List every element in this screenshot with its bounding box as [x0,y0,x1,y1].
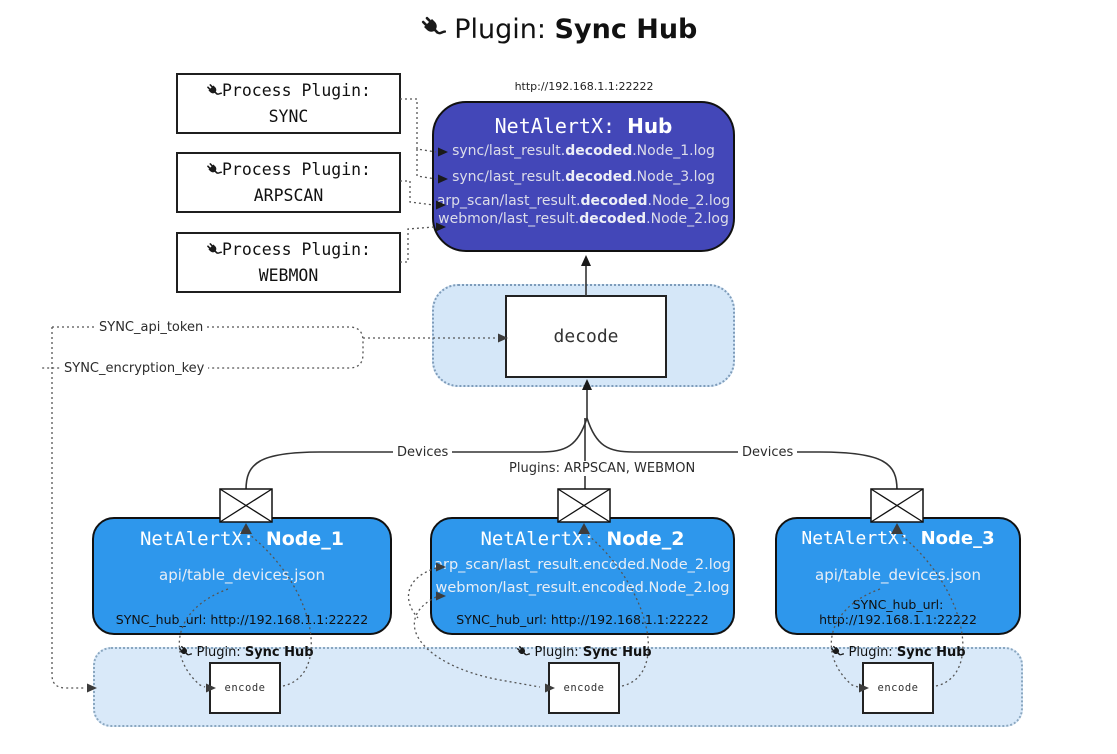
process-plugin-label: Process Plugin: [221,239,371,259]
plug-icon [206,162,222,178]
sync-api-token-label: SYNC_api_token [95,320,208,335]
devices-label-left: Devices [393,445,453,460]
band-plugin-label: Plugin: Sync Hub [146,645,346,660]
hub-log-line: sync/last_result.decoded.Node_1.log [452,143,715,159]
plug-icon [206,242,222,258]
plug-icon [830,645,844,659]
encode-box: encode [209,662,281,714]
process-plugin-box-sync: Process Plugin: SYNC [176,73,401,134]
plug-icon [178,645,192,659]
page-title: Plugin: Sync Hub [0,14,1117,45]
encode-box: encode [862,662,934,714]
node-file: api/table_devices.json [159,566,325,584]
hub-url: http://192.168.1.1:22222 [514,80,654,93]
encode-box: encode [548,662,620,714]
plugins-label-mid: Plugins: ARPSCAN, WEBMON [505,461,700,476]
node-box-node-3: NetAlertX: Node_3 api/table_devices.json… [775,517,1021,635]
process-plugin-label: Process Plugin: [221,159,371,179]
node-hub-url: SYNC_hub_url: http://192.168.1.1:22222 [115,612,369,627]
node-file: arp_scan/last_result.encoded.Node_2.log [434,557,731,573]
title-prefix: Plugin: [454,14,546,45]
node-file: webmon/last_result.encoded.Node_2.log [435,580,730,596]
hub-title: NetAlertX: Hub [494,114,673,138]
band-plugin-label: Plugin: Sync Hub [484,645,684,660]
plug-icon [206,83,222,99]
process-plugin-label: Process Plugin: [221,80,371,100]
node-file: api/table_devices.json [815,566,981,584]
node-hub-url: SYNC_hub_url: http://192.168.1.1:22222 [456,612,709,627]
process-plugin-box-arpscan: Process Plugin: ARPSCAN [176,152,401,213]
process-plugin-name: WEBMON [258,265,319,285]
hub-box: NetAlertX: Hub sync/last_result.decoded.… [432,101,735,252]
edge-webmon-to-hub [400,226,435,263]
decode-box: decode [505,295,667,378]
hub-log-line: arp_scan/last_result.decoded.Node_2.log [436,193,731,210]
plug-icon [516,645,530,659]
process-plugin-name: SYNC [268,106,309,126]
node-box-node-2: NetAlertX: Node_2 arp_scan/last_result.e… [430,517,735,635]
hub-log-line: sync/last_result.decoded.Node_3.log [452,169,715,186]
node-hub-url: SYNC_hub_url: http://192.168.1.1:22222 [819,597,977,627]
sync-encryption-key-label: SYNC_encryption_key [60,361,209,376]
title-name: Sync Hub [554,14,698,45]
edge-arpscan-to-hub [400,180,435,206]
plug-icon [420,15,446,41]
edge-secrets-to-band [51,327,86,689]
edge-sync-to-hub-1 [400,98,437,153]
band-plugin-label: Plugin: Sync Hub [798,645,998,660]
process-plugin-name: ARPSCAN [253,185,324,205]
process-plugin-box-webmon: Process Plugin: WEBMON [176,232,401,293]
hub-log-line: webmon/last_result.decoded.Node_2.log [438,211,729,228]
node-box-node-1: NetAlertX: Node_1 api/table_devices.json… [92,517,392,635]
devices-label-right: Devices [738,445,798,460]
